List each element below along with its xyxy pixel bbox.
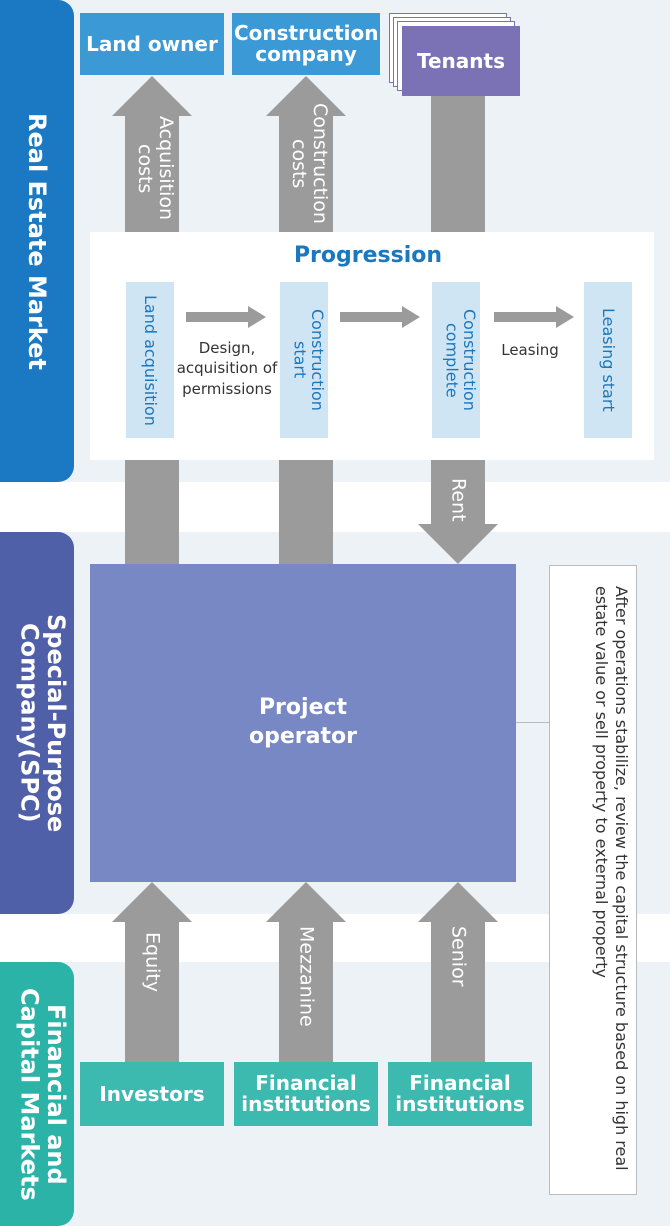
financial-institutions-mezzanine-label: Financial institutions <box>241 1071 371 1116</box>
land-owner-box: Land owner <box>80 13 224 75</box>
construction-company-label: Construction company <box>234 21 379 66</box>
step-leasing-start: Leasing start <box>584 282 632 438</box>
construction-costs-label: Construction costs <box>288 103 331 224</box>
financial-institutions-mezzanine-box: Financial institutions <box>234 1062 378 1126</box>
investors-label: Investors <box>99 1081 205 1106</box>
acquisition-costs-label: Acquisition costs <box>134 116 177 221</box>
investors-box: Investors <box>80 1062 224 1126</box>
project-operator-label: Project operator <box>249 695 357 749</box>
transition-design-permissions: Design, acquisition of permissions <box>176 339 278 398</box>
transition-leasing: Leasing <box>501 341 559 359</box>
senior-arrow-head <box>418 882 498 922</box>
note-box: After operations stabilize, review the c… <box>549 565 637 1195</box>
tenants-box: Tenants <box>402 26 520 96</box>
financial-institutions-senior-box: Financial institutions <box>388 1062 532 1126</box>
equity-arrow-shaft <box>125 920 179 1064</box>
progression-title: Progression <box>293 243 443 268</box>
progress-arrow-3 <box>494 306 574 328</box>
equity-arrow-head <box>112 882 192 922</box>
equity-arrow: Equity <box>112 882 192 1064</box>
section-financial-capital-markets: Financial and Capital Markets <box>0 962 74 1226</box>
acquisition-arrow-shaft <box>125 114 179 236</box>
mezzanine-arrow-head <box>266 882 346 922</box>
note-connector-line <box>516 722 550 723</box>
project-operator-box: Project operator <box>90 564 516 882</box>
equity-label: Equity <box>141 932 164 993</box>
tenants-link-shaft <box>431 90 485 236</box>
step-construction-complete: Construction complete <box>432 282 480 438</box>
acquisition-arrow-head <box>112 76 192 116</box>
progress-arrow-1 <box>186 306 266 328</box>
construction-to-operator-shaft <box>279 458 333 568</box>
construction-company-box: Construction company <box>232 13 380 75</box>
step-land-acquisition: Land acquisition <box>126 282 174 438</box>
land-owner-label: Land owner <box>86 31 218 56</box>
financial-institutions-senior-label: Financial institutions <box>395 1071 525 1116</box>
tenants-label: Tenants <box>417 48 505 73</box>
land-to-operator-shaft <box>125 458 179 568</box>
progress-arrow-2 <box>340 306 420 328</box>
rent-arrow-shaft <box>431 458 485 528</box>
section-real-estate-market: Real Estate Market <box>0 0 74 482</box>
mezzanine-arrow-shaft <box>279 920 333 1064</box>
tenants-link-arrow <box>418 90 498 236</box>
construction-arrow-head <box>266 76 346 116</box>
acquisition-costs-arrow: Acquisition costs <box>112 76 192 236</box>
rent-arrow-head <box>418 524 498 564</box>
step-construction-start: Construction start <box>280 282 328 438</box>
note-text: After operations stabilize, review the c… <box>592 586 631 1171</box>
senior-label: Senior <box>447 926 470 987</box>
mezzanine-label: Mezzanine <box>295 926 318 1027</box>
senior-arrow: Senior <box>418 882 498 1064</box>
section-spc: Special-Purpose Company(SPC) <box>0 532 74 914</box>
construction-arrow-shaft <box>279 114 333 236</box>
section-financial-label: Financial and Capital Markets <box>15 987 70 1201</box>
senior-arrow-shaft <box>431 920 485 1064</box>
progression-panel <box>90 232 654 460</box>
mezzanine-arrow: Mezzanine <box>266 882 346 1064</box>
rent-label: Rent <box>447 478 470 522</box>
section-spc-label: Special-Purpose Company(SPC) <box>15 613 70 833</box>
construction-costs-arrow: Construction costs <box>266 76 346 236</box>
section-real-estate-label: Real Estate Market <box>23 112 52 370</box>
rent-arrow: Rent <box>418 458 498 564</box>
